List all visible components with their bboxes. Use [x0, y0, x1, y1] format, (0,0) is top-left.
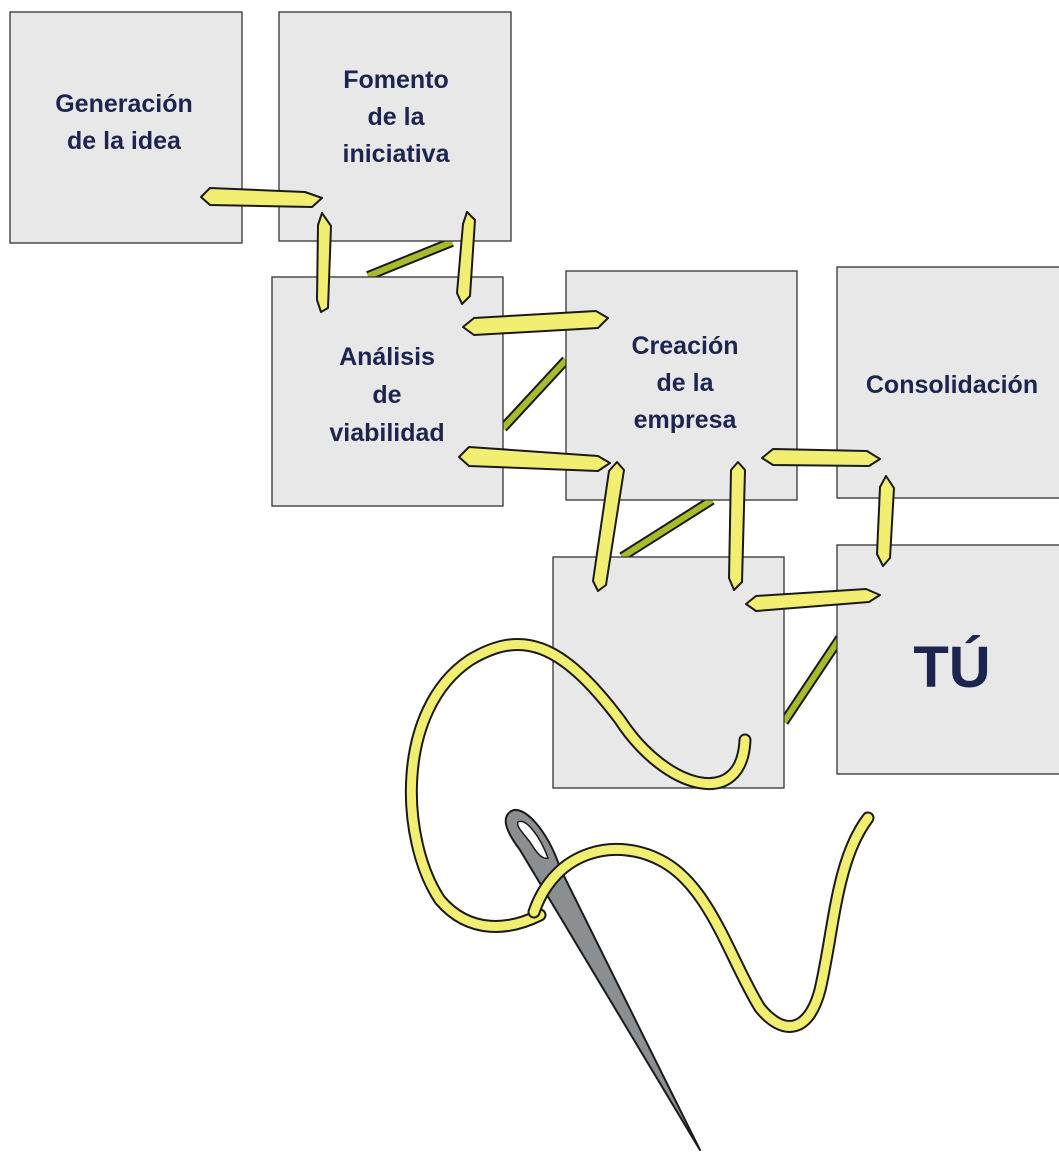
back-thread — [500, 357, 569, 431]
box-analisis: Análisis de viabilidad — [271, 276, 504, 507]
back-thread — [781, 636, 843, 724]
box-label: de la idea — [67, 127, 182, 155]
box-consolidacion: Consolidación — [836, 266, 1059, 499]
back-thread — [620, 497, 714, 560]
box-label: empresa — [634, 406, 738, 434]
box-label: de la — [368, 103, 426, 131]
stitch — [458, 446, 611, 472]
box-tu: TÚ — [836, 544, 1059, 775]
box-label: viabilidad — [329, 419, 444, 447]
box-label: iniciativa — [343, 140, 451, 168]
stitch — [761, 448, 881, 467]
stitch — [316, 212, 332, 313]
stitch — [200, 187, 323, 208]
box-label: Creación — [632, 332, 739, 360]
box-generacion: Generación de la idea — [9, 11, 243, 244]
back-thread — [366, 239, 454, 279]
stitch — [592, 461, 625, 592]
box-label: TÚ — [913, 635, 990, 700]
stitch — [745, 588, 881, 612]
box-label: Consolidación — [866, 371, 1038, 399]
stitch — [456, 211, 476, 305]
stitch — [462, 310, 609, 336]
box-label: de la — [657, 369, 715, 397]
box-label: de — [372, 381, 401, 409]
box-label: Fomento — [343, 66, 449, 94]
back-threads — [366, 237, 845, 725]
box-label: Análisis — [339, 343, 435, 371]
thread-tail — [527, 811, 875, 1033]
box-label: Generación — [55, 90, 193, 118]
stitch — [728, 461, 746, 591]
stitch — [876, 475, 895, 567]
loose-thread — [404, 637, 752, 933]
stitches — [200, 187, 895, 612]
